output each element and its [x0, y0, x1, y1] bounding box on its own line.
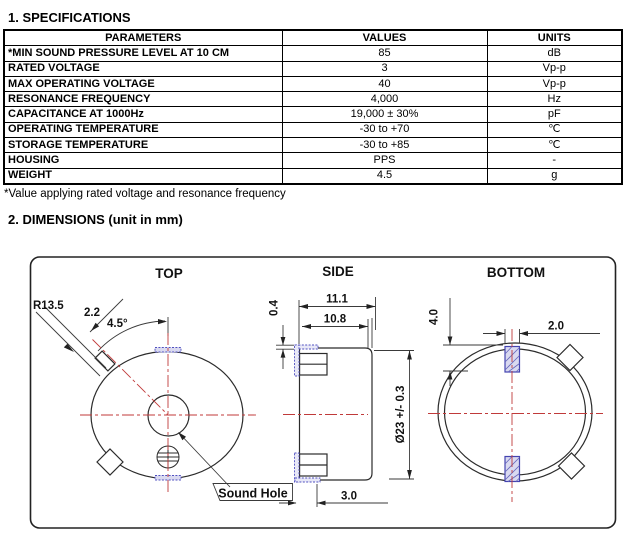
tab-width-label: 2.2: [84, 307, 100, 319]
diameter-label: Ø23 +/- 0.3: [395, 386, 407, 444]
radius-label: R13.5: [33, 300, 64, 312]
top-view-dimensions: [35, 298, 293, 501]
total-height-label: 11.1: [326, 294, 348, 306]
sound-hole-label: Sound Hole: [218, 487, 287, 501]
sound-hole-circle: [147, 394, 190, 437]
top-view-title: TOP: [155, 266, 183, 281]
table-row: CAPACITANCE AT 1000Hz 19,000 ± 30% pF: [3, 106, 623, 123]
table-footnote: *Value applying rated voltage and resona…: [4, 188, 286, 200]
flange-thickness-label: 0.4: [269, 299, 281, 316]
table-row: WEIGHT 4.5 g: [3, 167, 623, 185]
tab-lower-right: [557, 452, 586, 480]
side-view-dimensions: [276, 297, 414, 507]
lead-offset-label: 3.0: [341, 491, 357, 503]
terminal-mark-bottom: [154, 475, 182, 481]
bottom-view-arrows: [447, 331, 528, 380]
side-view-title: SIDE: [322, 264, 354, 279]
table-row: HOUSING PPS -: [3, 152, 623, 169]
terminal-width-label: 2.0: [548, 321, 564, 333]
specifications-table: PARAMETERS VALUES UNITS *MIN SOUND PRESS…: [3, 29, 623, 185]
section-title-dimensions: 2. DIMENSIONS (unit in mm): [8, 212, 183, 227]
tab-upper-left: [94, 350, 116, 372]
side-body-outline: [298, 347, 373, 481]
tab-lower-left: [96, 448, 124, 476]
bottom-view-dimensions: [443, 298, 600, 386]
value-cell: PPS: [281, 152, 488, 169]
value-cell: 4.5: [281, 167, 488, 185]
tab-upper-right: [556, 343, 584, 372]
drawing-frame: [29, 256, 617, 529]
table-header-row: PARAMETERS VALUES UNITS: [3, 29, 623, 47]
section-title-specifications: 1. SPECIFICATIONS: [8, 10, 131, 25]
side-view: [298, 347, 373, 481]
tab-angle-label: 4.5°: [107, 318, 128, 330]
side-view-arrows: [280, 304, 412, 506]
centerlines: [80, 329, 603, 502]
unit-cell: g: [486, 167, 623, 185]
table-row: STORAGE TEMPERATURE -30 to +85 ℃: [3, 137, 623, 154]
sound-hole-label-box: [212, 483, 293, 501]
unit-cell: -: [486, 152, 623, 169]
table-row: OPERATING TEMPERATURE -30 to +70 ℃: [3, 121, 623, 139]
body-height-label: 10.8: [324, 314, 347, 326]
table-row: MAX OPERATING VOLTAGE 40 Vp-p: [3, 75, 623, 93]
top-view-arrows: [63, 319, 186, 441]
bottom-view-title: BOTTOM: [487, 265, 545, 280]
terminal-length-label: 4.0: [429, 309, 441, 325]
side-flange-hatch: [294, 344, 321, 483]
